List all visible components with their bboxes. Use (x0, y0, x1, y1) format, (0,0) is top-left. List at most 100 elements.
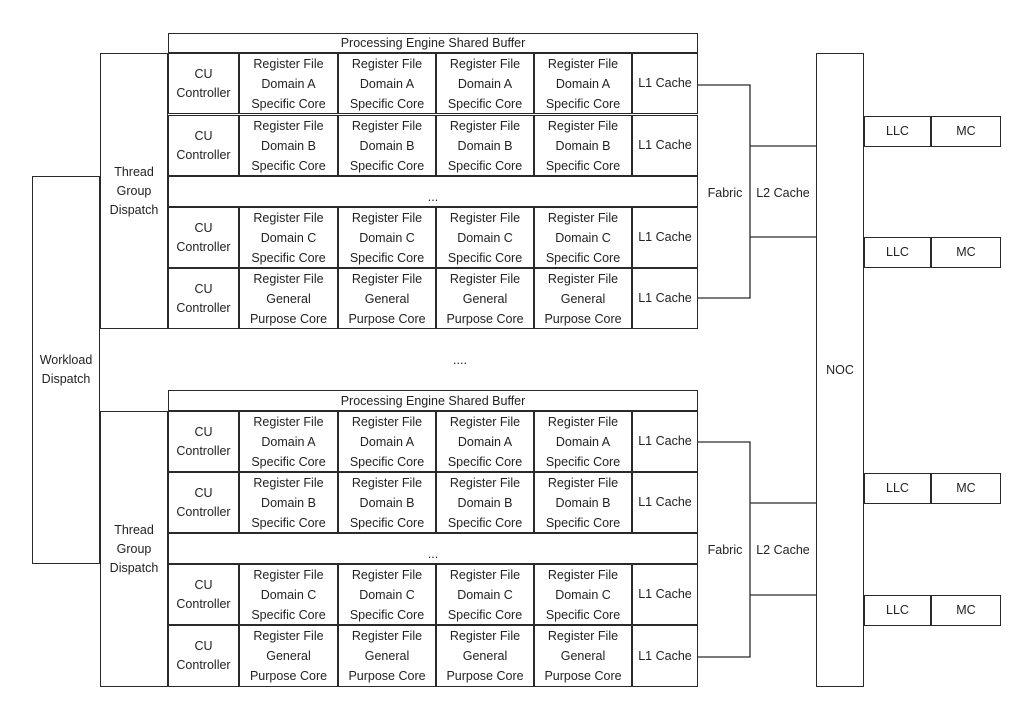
core-cell (534, 625, 632, 687)
core-cell-label-line: Register File (253, 56, 324, 71)
fabric-label: Fabric (700, 541, 750, 560)
cu-controller-box (168, 53, 239, 114)
core-cell-label-line: Register File (253, 118, 324, 133)
l1-cache-label-line: L1 Cache (638, 76, 692, 90)
thread-group-dispatch-label-line: Group (116, 183, 152, 198)
core-cell-label-line: Specific Core (447, 96, 523, 111)
mc-label-line: MC (956, 603, 976, 617)
l1-cache-label-line: L1 Cache (638, 648, 692, 663)
core-cell (436, 411, 534, 472)
core-cell-label-line: Domain B (457, 495, 513, 510)
core-cell-label-line: Register File (547, 475, 619, 490)
core-cell-label-line: General (266, 291, 311, 306)
core-cell-label-line: Domain A (457, 434, 513, 449)
thread-group-dispatch-label-line: Dispatch (109, 560, 159, 575)
core-cell (239, 268, 338, 329)
l1-cache-label-line: L1 Cache (638, 230, 692, 244)
core-cell-label-line: Register File (449, 475, 521, 490)
core-cell (338, 625, 436, 687)
core-cell (436, 207, 534, 268)
core-cell (436, 53, 534, 114)
core-cell (436, 472, 534, 533)
core-cell (239, 472, 338, 533)
core-cell-label-line: Purpose Core (446, 311, 524, 326)
l1-cache-label: L1 Cache (632, 228, 698, 247)
core-cell (436, 625, 534, 687)
core-cell-label-line: Register File (253, 475, 324, 490)
l1-cache-box (632, 268, 698, 329)
core-cell-label-line: Domain B (261, 495, 316, 510)
shared-buffer-label: Processing Engine Shared Buffer (168, 33, 698, 53)
mc-label: MC (931, 479, 1001, 498)
workload-dispatch-label-line: Workload (39, 353, 93, 367)
l1-cache-label: L1 Cache (632, 432, 698, 451)
core-cell (534, 115, 632, 176)
core-cell-label-line: Register File (449, 271, 521, 286)
core-cell-label-line: Specific Core (251, 250, 326, 265)
core-cell-label-line: Specific Core (349, 607, 425, 622)
core-cell-label-line: Domain B (359, 495, 415, 510)
core-cell-label-line: Register File (351, 118, 423, 133)
core-cell-label-line: Specific Core (545, 515, 621, 530)
mc-label: MC (931, 243, 1001, 262)
llc-label-line: LLC (886, 603, 909, 617)
llc-label: LLC (864, 601, 931, 620)
workload-dispatch-box (32, 176, 100, 564)
core-cell-label-line: Domain A (555, 434, 611, 449)
fabric-label-line: Fabric (707, 542, 743, 557)
thread-group-dispatch-label-line: Group (116, 541, 152, 556)
core-cell (338, 207, 436, 268)
cu-controller-box (168, 207, 239, 268)
core-cell-label-line: Specific Core (349, 515, 425, 530)
cu-controller-label-line: CU (194, 577, 213, 592)
llc-box (864, 473, 931, 504)
core-cell-label-line: Register File (449, 210, 521, 225)
core-cell-label-line: Register File (253, 414, 324, 429)
core-cell-label-line: Register File (351, 414, 423, 429)
core-cell (239, 625, 338, 687)
noc-box (816, 53, 864, 687)
core-cell (239, 564, 338, 625)
mc-label-line: MC (956, 124, 976, 138)
cu-controller-label-line: Controller (176, 658, 231, 672)
l2-cache-label-line: L2 Cache (756, 542, 810, 557)
core-cell-label-line: Purpose Core (544, 311, 622, 326)
core-cell-label-line: Domain A (457, 76, 513, 91)
core-cell-label-line: Domain B (261, 138, 316, 153)
llc-box (864, 595, 931, 626)
cu-controller-box (168, 472, 239, 533)
core-cell-label-line: Domain A (359, 76, 415, 91)
llc-box (864, 237, 931, 268)
core-cell (338, 115, 436, 176)
l1-cache-box (632, 53, 698, 114)
core-cell-label-line: Domain A (359, 434, 415, 449)
cu-controller-label-line: Controller (176, 443, 231, 458)
noc-label: NOC (816, 361, 864, 380)
core-cell-label-line: Purpose Core (348, 669, 426, 683)
cu-controller-label-line: Controller (176, 85, 231, 100)
core-cell-label-line: Specific Core (251, 96, 326, 111)
core-cell-label-line: Specific Core (349, 454, 425, 469)
core-cell (338, 53, 436, 114)
noc-label-line: NOC (826, 362, 854, 377)
mc-box (931, 116, 1001, 147)
core-cell-label-line: Register File (547, 567, 619, 582)
workload-dispatch-label-line: Dispatch (41, 372, 91, 386)
core-cell-label-line: Specific Core (251, 158, 326, 173)
core-cell-label-line: Register File (449, 56, 521, 71)
core-cell-label-line: Domain C (457, 230, 513, 245)
